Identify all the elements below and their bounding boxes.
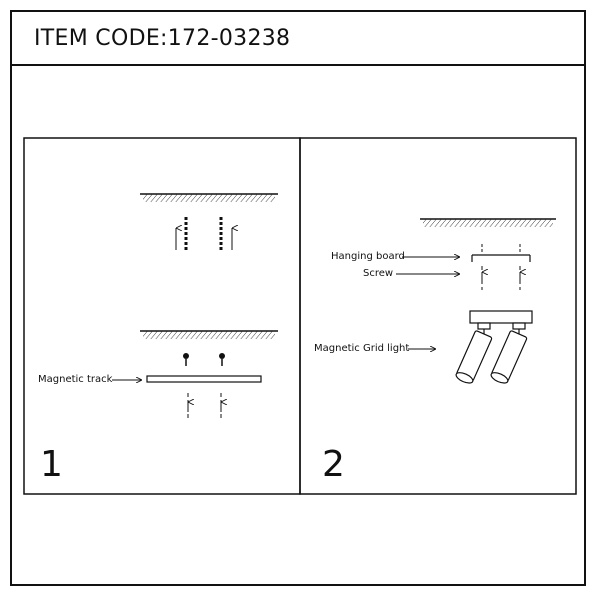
spotlight-icon	[455, 310, 533, 384]
magnetic-track-shape	[146, 375, 262, 383]
step-number-2: 2	[322, 444, 345, 485]
item-code-title: ITEM CODE:172-03238	[34, 26, 291, 51]
screw-icon	[183, 353, 225, 366]
screw-guide-lines	[187, 393, 221, 420]
magnetic-track-label: Magnetic track	[38, 374, 113, 385]
wall-anchor-icon	[184, 217, 223, 252]
hanging-board-shape	[471, 244, 531, 262]
screw-icon	[481, 266, 520, 290]
magnetic-grid-light-label: Magnetic Grid light	[314, 343, 410, 354]
hatched-ceiling-icon	[420, 218, 556, 227]
screw-label: Screw	[363, 268, 394, 279]
up-arrow-icon	[175, 228, 232, 250]
hanging-board-label: Hanging board	[331, 251, 405, 262]
page-frame	[10, 10, 586, 586]
step-number-1: 1	[40, 444, 63, 485]
header-divider	[10, 64, 586, 66]
panel-step-2	[299, 137, 577, 495]
hatched-ceiling-icon	[140, 330, 278, 339]
hatched-ceiling-icon	[140, 193, 278, 202]
panel-step-1	[23, 137, 301, 495]
